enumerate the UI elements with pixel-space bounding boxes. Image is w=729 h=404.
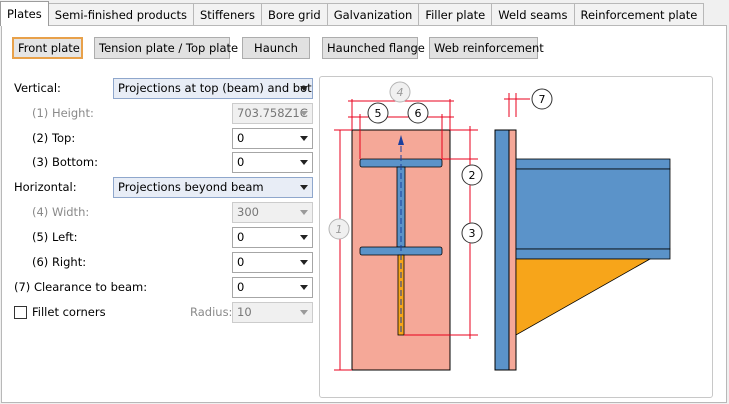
callout-6: 6 — [415, 107, 422, 120]
callout-5: 5 — [375, 107, 382, 120]
tab-semi-finished-products[interactable]: Semi-finished products — [47, 3, 194, 25]
left-select-value: 0 — [237, 230, 245, 244]
horizontal-label: Horizontal: — [14, 180, 77, 194]
beam-side-top-flange — [515, 158, 671, 170]
callout-2: 2 — [469, 169, 476, 182]
left-label: (5) Left: — [32, 230, 78, 244]
front-plate-drawing: 1 2 3 4 5 6 7 — [328, 81, 671, 371]
tab-plates[interactable]: Plates — [0, 1, 49, 26]
chevron-down-icon — [300, 160, 308, 165]
horizontal-select-value: Projections beyond beam — [118, 180, 264, 194]
height-select: 703.758Z1C — [232, 103, 313, 124]
tab-strip: Plates Semi-finished products Stiffeners… — [0, 1, 705, 27]
callout-1-circle — [328, 218, 350, 240]
top-select[interactable]: 0 — [232, 128, 313, 149]
right-select-value: 0 — [237, 255, 245, 269]
callout-4-circle — [389, 81, 411, 103]
right-label: (6) Right: — [32, 255, 87, 269]
haunched-flange-button[interactable]: Haunched flange — [322, 37, 425, 59]
callout-4: 4 — [397, 86, 404, 99]
clearance-label: (7) Clearance to beam: — [14, 280, 148, 294]
callout-markers: 1 2 3 4 5 6 7 — [328, 81, 553, 244]
bottom-label: (3) Bottom: — [32, 155, 99, 169]
top-label: (2) Top: — [32, 131, 76, 145]
clearance-select[interactable]: 0 — [232, 277, 313, 298]
chevron-down-icon — [300, 310, 308, 315]
tension-plate-button[interactable]: Tension plate / Top plate — [94, 37, 238, 59]
left-select[interactable]: 0 — [232, 227, 313, 248]
callout-1: 1 — [336, 223, 343, 236]
tab-galvanization[interactable]: Galvanization — [326, 3, 420, 25]
tab-bore-grid[interactable]: Bore grid — [261, 3, 328, 25]
callout-3-circle — [461, 222, 483, 244]
front-plate-side — [508, 129, 517, 371]
top-select-value: 0 — [237, 131, 245, 145]
tab-filler-plate[interactable]: Filler plate — [418, 3, 493, 25]
beam-side-web — [515, 168, 671, 250]
chevron-down-icon — [300, 210, 308, 215]
vertical-label: Vertical: — [14, 81, 61, 95]
callout-2-circle — [461, 164, 483, 186]
fillet-corners-checkbox[interactable] — [14, 306, 27, 319]
height-select-value: 703.758Z1C — [237, 106, 308, 120]
front-plate-button[interactable]: Front plate — [12, 37, 83, 59]
center-arrow — [398, 135, 404, 145]
height-label: (1) Height: — [32, 106, 94, 120]
radius-select-value: 10 — [237, 305, 252, 319]
callout-6-circle — [407, 102, 429, 124]
haunch-side — [515, 258, 652, 336]
chevron-down-icon — [300, 86, 308, 91]
bottom-select-value: 0 — [237, 155, 245, 169]
front-plate-diagram: 1 2 3 4 5 6 7 — [319, 76, 713, 398]
width-label: (4) Width: — [32, 205, 90, 219]
column-flange-side — [494, 129, 510, 371]
dimension-lines — [334, 93, 530, 371]
bottom-select[interactable]: 0 — [232, 152, 313, 173]
horizontal-select[interactable]: Projections beyond beam — [113, 177, 313, 198]
chevron-down-icon — [300, 285, 308, 290]
chevron-down-icon — [300, 260, 308, 265]
vertical-select[interactable]: Projections at top (beam) and bot — [113, 78, 313, 99]
clearance-select-value: 0 — [237, 280, 245, 294]
tab-weld-seams[interactable]: Weld seams — [491, 3, 575, 25]
callout-3: 3 — [469, 227, 476, 240]
width-select-value: 300 — [237, 205, 259, 219]
callout-7: 7 — [539, 93, 546, 106]
web-reinforcement-button[interactable]: Web reinforcement — [429, 37, 544, 59]
tab-stiffeners[interactable]: Stiffeners — [192, 3, 263, 25]
chevron-down-icon — [300, 235, 308, 240]
callout-5-circle — [367, 102, 389, 124]
haunch-button[interactable]: Haunch — [242, 37, 310, 59]
callout-7-circle — [531, 88, 553, 110]
fillet-corners-label: Fillet corners — [32, 305, 106, 319]
chevron-down-icon — [300, 185, 308, 190]
chevron-down-icon — [300, 111, 308, 116]
width-select: 300 — [232, 202, 313, 223]
vertical-select-value: Projections at top (beam) and bot — [118, 81, 312, 95]
beam-side-bottom-flange — [515, 248, 671, 260]
chevron-down-icon — [300, 136, 308, 141]
radius-select: 10 — [232, 302, 313, 323]
radius-label: Radius: — [190, 305, 233, 319]
right-select[interactable]: 0 — [232, 252, 313, 273]
tab-reinforcement-plate[interactable]: Reinforcement plate — [573, 3, 705, 25]
